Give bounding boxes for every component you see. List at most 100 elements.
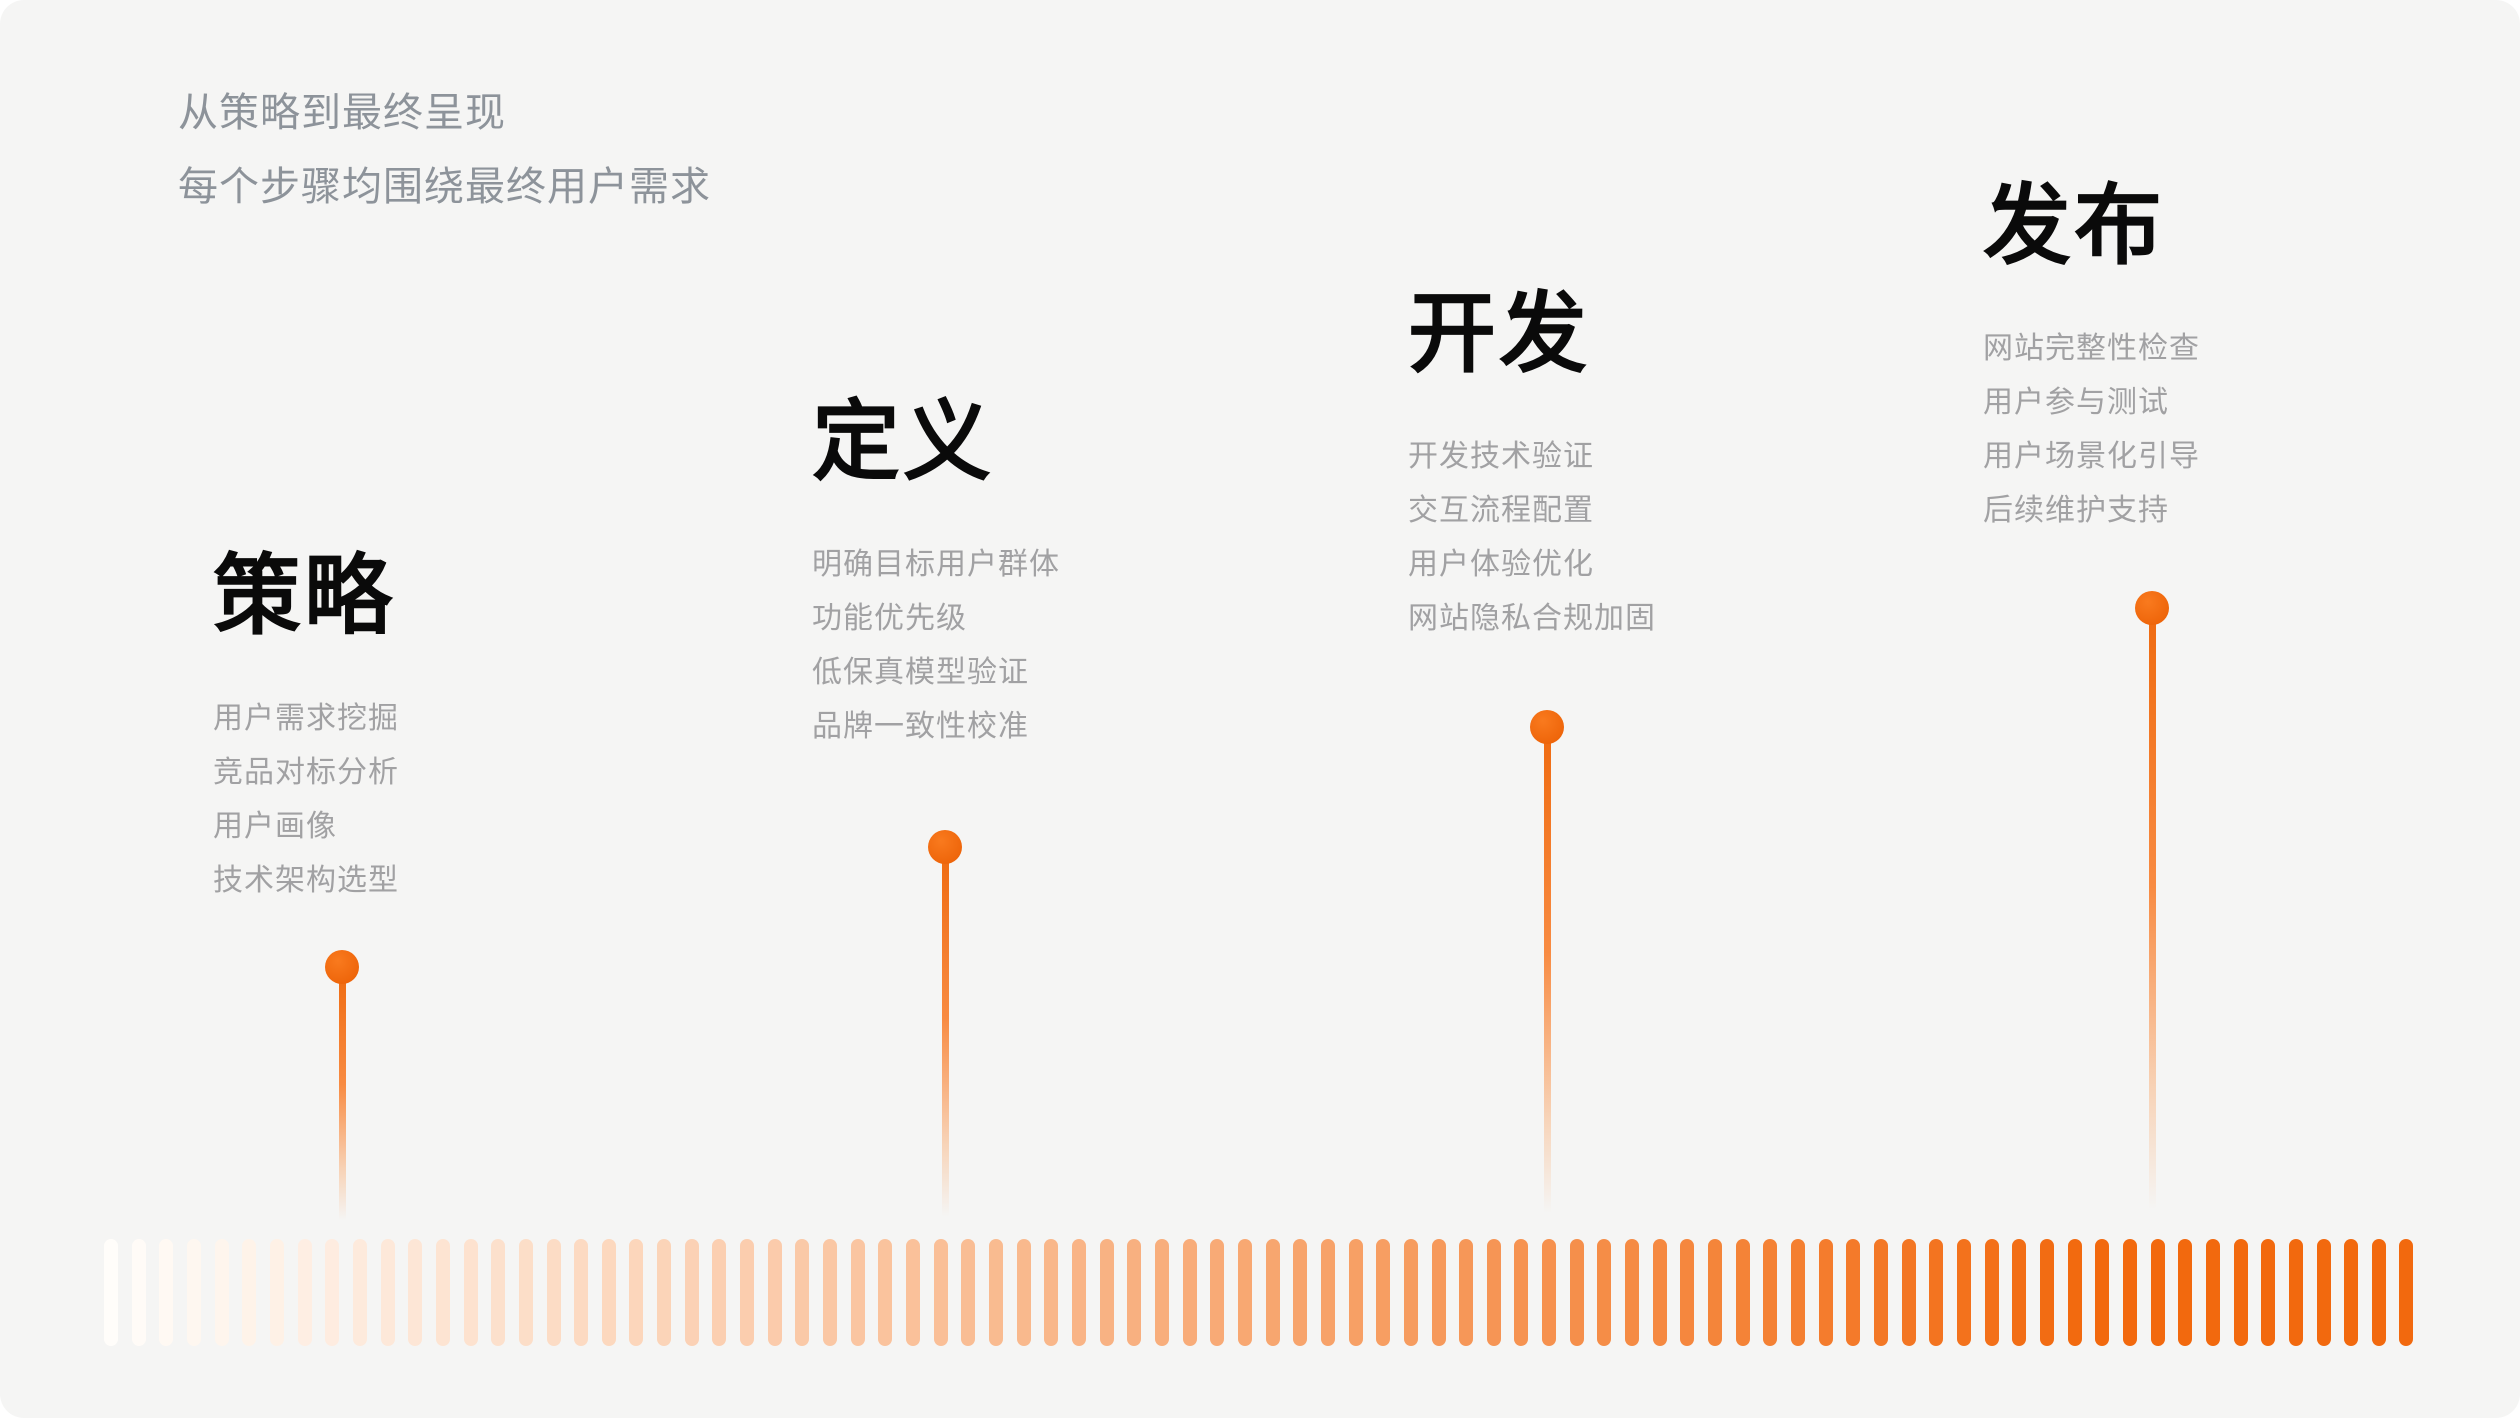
timeline-bar xyxy=(2371,1239,2386,1346)
timeline-bar xyxy=(906,1239,921,1346)
stage-section-develop: 开发 开发技术验证 交互流程配置 用户体验优化 网站隐私合规加固 xyxy=(1408,290,1968,646)
timeline-bar xyxy=(1763,1239,1778,1346)
stage-section-launch: 发布 网站完整性检查 用户参与测试 用户场景化引导 后续维护支持 xyxy=(1983,182,2520,538)
timeline-bar xyxy=(2178,1239,2193,1346)
timeline-bar xyxy=(1431,1239,1446,1346)
milestone-dot xyxy=(2135,591,2169,625)
timeline-bar xyxy=(325,1239,340,1346)
timeline-bar xyxy=(1044,1239,1059,1346)
page-title-line-1: 从策略到最终呈现 xyxy=(178,91,506,135)
timeline-bar xyxy=(242,1239,257,1346)
timeline-bar xyxy=(1127,1239,1142,1346)
timeline-bar xyxy=(435,1239,450,1346)
stage-item: 用户需求挖掘 xyxy=(213,702,399,735)
stage-title: 定义 xyxy=(812,392,995,491)
stage-section-strategy: 策略 用户需求挖掘 竞品对标分析 用户画像 技术架构选型 xyxy=(213,552,773,908)
stage-item: 交互流程配置 xyxy=(1408,494,1594,527)
timeline-bar xyxy=(1348,1239,1363,1346)
timeline-bar xyxy=(2067,1239,2082,1346)
timeline-bar xyxy=(1846,1239,1861,1346)
timeline-bar xyxy=(1956,1239,1971,1346)
timeline-bar xyxy=(2261,1239,2276,1346)
timeline-bar xyxy=(491,1239,506,1346)
timeline-bars xyxy=(104,1239,2414,1346)
timeline-bar xyxy=(1099,1239,1114,1346)
page-title: 从策略到最终呈现 每个步骤均围绕最终用户需求 xyxy=(178,76,711,224)
stage-item: 明确目标用户群体 xyxy=(812,548,1060,581)
timeline-bar xyxy=(1652,1239,1667,1346)
timeline-bar xyxy=(518,1239,533,1346)
timeline-bar xyxy=(1625,1239,1640,1346)
stage-item: 用户参与测试 xyxy=(1983,386,2169,419)
stage-title: 发布 xyxy=(1983,176,2166,275)
stage-item: 竞品对标分析 xyxy=(213,756,399,789)
milestone-stem xyxy=(338,967,346,1228)
timeline-bar xyxy=(1680,1239,1695,1346)
timeline-bar xyxy=(1320,1239,1335,1346)
timeline-bar xyxy=(2288,1239,2303,1346)
timeline-bar xyxy=(1708,1239,1723,1346)
timeline-bar xyxy=(2150,1239,2165,1346)
timeline-bar xyxy=(1514,1239,1529,1346)
timeline-bar xyxy=(1210,1239,1225,1346)
timeline-bar xyxy=(352,1239,367,1346)
stage-item-list: 用户需求挖掘 竞品对标分析 用户画像 技术架构选型 xyxy=(213,692,773,908)
timeline-bar xyxy=(1182,1239,1197,1346)
timeline-bar xyxy=(1016,1239,1031,1346)
timeline-bar xyxy=(878,1239,893,1346)
stage-item: 用户场景化引导 xyxy=(1983,440,2200,473)
stage-item: 用户体验优化 xyxy=(1408,548,1594,581)
stage-item: 功能优先级 xyxy=(812,602,967,635)
timeline-bar xyxy=(740,1239,755,1346)
timeline-bar xyxy=(1735,1239,1750,1346)
timeline-bar xyxy=(1265,1239,1280,1346)
timeline-bar xyxy=(1874,1239,1888,1346)
timeline-bar xyxy=(1818,1239,1833,1346)
timeline-bar xyxy=(2122,1239,2137,1346)
timeline-bar xyxy=(1901,1239,1916,1346)
stage-section-define: 定义 明确目标用户群体 功能优先级 低保真模型验证 品牌一致性校准 xyxy=(812,398,1372,754)
stage-item: 技术架构选型 xyxy=(213,864,399,897)
timeline-bar xyxy=(1071,1239,1086,1346)
timeline-bar xyxy=(2399,1239,2414,1346)
timeline-bar xyxy=(2344,1239,2359,1346)
milestone-dot xyxy=(325,950,359,984)
timeline-bar xyxy=(2039,1239,2054,1346)
timeline-bar xyxy=(186,1239,201,1346)
milestone-dot xyxy=(1530,710,1564,744)
timeline-bar xyxy=(1597,1239,1612,1346)
timeline-bar xyxy=(546,1239,561,1346)
timeline-bar xyxy=(380,1239,395,1346)
timeline-bar xyxy=(2095,1239,2110,1346)
stage-item: 低保真模型验证 xyxy=(812,656,1029,689)
milestone-dot xyxy=(928,830,962,864)
timeline-bar xyxy=(574,1239,589,1346)
stage-item: 品牌一致性校准 xyxy=(812,710,1029,743)
stage-item: 网站隐私合规加固 xyxy=(1408,602,1656,635)
timeline-bar xyxy=(850,1239,865,1346)
timeline-bar xyxy=(629,1239,644,1346)
timeline-bar xyxy=(1293,1239,1308,1346)
stage-item-list: 开发技术验证 交互流程配置 用户体验优化 网站隐私合规加固 xyxy=(1408,430,1968,646)
timeline-bar xyxy=(1984,1239,1999,1346)
timeline-bar xyxy=(1542,1239,1557,1346)
timeline-bar xyxy=(408,1239,423,1346)
stage-item-list: 明确目标用户群体 功能优先级 低保真模型验证 品牌一致性校准 xyxy=(812,538,1372,754)
timeline-bar xyxy=(1929,1239,1944,1346)
timeline-bar xyxy=(269,1239,284,1346)
timeline-bar xyxy=(1791,1239,1806,1346)
stage-item: 用户画像 xyxy=(213,810,337,843)
timeline-bar xyxy=(933,1239,948,1346)
stage-item-list: 网站完整性检查 用户参与测试 用户场景化引导 后续维护支持 xyxy=(1983,322,2520,538)
timeline-bar xyxy=(657,1239,672,1346)
timeline-bar xyxy=(297,1239,312,1346)
timeline-bar xyxy=(131,1239,146,1346)
timeline-bar xyxy=(989,1239,1003,1346)
timeline-bar xyxy=(2012,1239,2027,1346)
timeline-bar xyxy=(1376,1239,1391,1346)
timeline-bar xyxy=(601,1239,616,1346)
timeline-bar xyxy=(159,1239,174,1346)
timeline-bar xyxy=(2205,1239,2220,1346)
stage-item: 后续维护支持 xyxy=(1983,494,2169,527)
